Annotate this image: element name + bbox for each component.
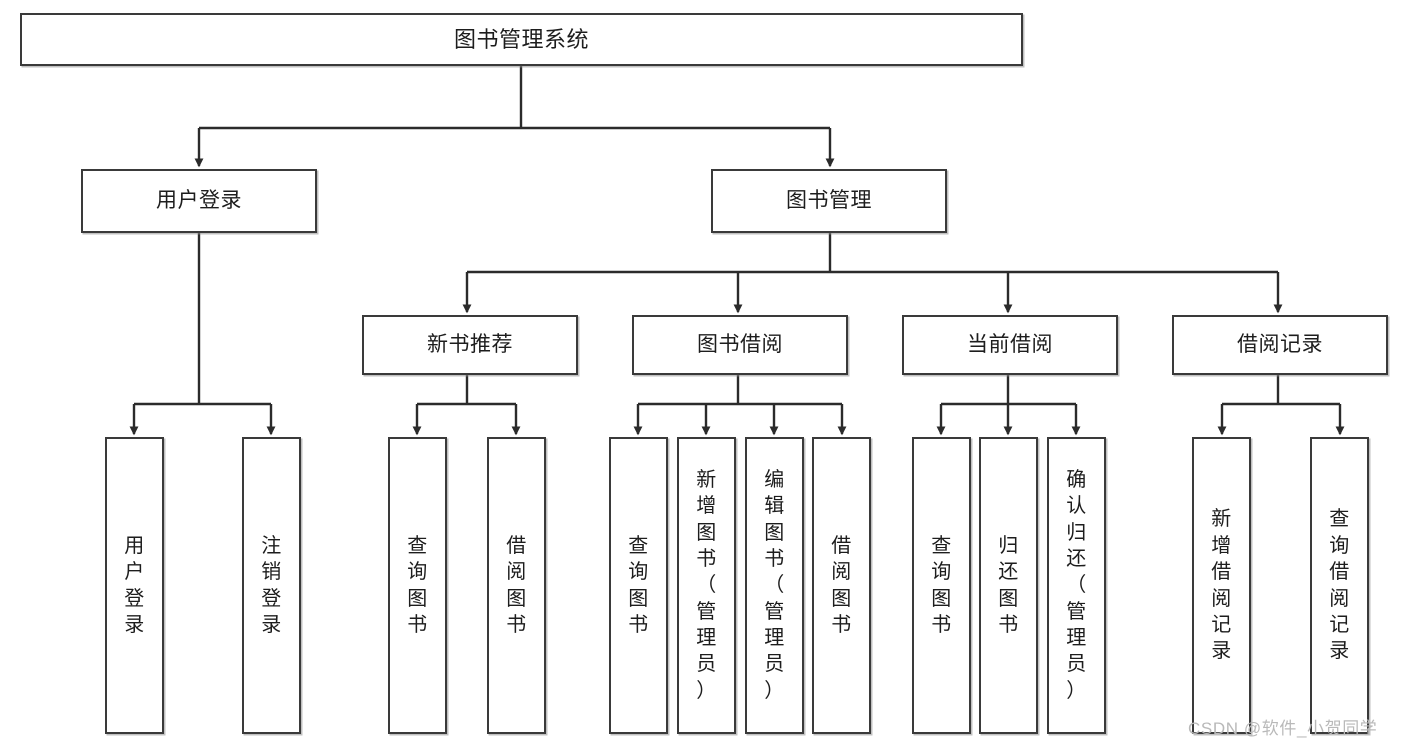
node-leaf-add-book[interactable]: 新 增 图 书 （ 管 理 员 ） — [677, 437, 736, 734]
node-leaf-confirm-return[interactable]: 确 认 归 还 （ 管 理 员 ） — [1047, 437, 1106, 734]
node-root-system[interactable]: 图书管理系统 — [20, 13, 1023, 66]
node-leaf-user-login[interactable]: 用 户 登 录 — [105, 437, 164, 734]
node-book-manage[interactable]: 图书管理 — [711, 169, 947, 233]
node-leaf-add-borrow-record[interactable]: 新 增 借 阅 记 录 — [1192, 437, 1251, 734]
node-label: 用 户 登 录 — [124, 534, 145, 636]
node-book-borrow[interactable]: 图书借阅 — [632, 315, 848, 375]
node-leaf-query-book-borrow[interactable]: 查 询 图 书 — [609, 437, 668, 734]
node-leaf-edit-book[interactable]: 编 辑 图 书 （ 管 理 员 ） — [745, 437, 804, 734]
node-label: 查 询 图 书 — [931, 534, 952, 636]
node-label: 编 辑 图 书 （ 管 理 员 ） — [764, 468, 785, 702]
node-leaf-query-book-current[interactable]: 查 询 图 书 — [912, 437, 971, 734]
node-leaf-logout-login[interactable]: 注 销 登 录 — [242, 437, 301, 734]
node-label: 图书管理系统 — [453, 26, 589, 52]
node-label: 查 询 借 阅 记 录 — [1329, 508, 1350, 663]
node-label: 确 认 归 还 （ 管 理 员 ） — [1066, 468, 1087, 702]
node-leaf-query-borrow-record[interactable]: 查 询 借 阅 记 录 — [1310, 437, 1369, 734]
node-label: 注 销 登 录 — [261, 534, 282, 636]
node-leaf-query-book-recommend[interactable]: 查 询 图 书 — [388, 437, 447, 734]
node-leaf-return-book[interactable]: 归 还 图 书 — [979, 437, 1038, 734]
node-label: 图书借阅 — [697, 332, 783, 356]
node-label: 新 增 图 书 （ 管 理 员 ） — [696, 468, 717, 702]
node-label: 图书管理 — [786, 188, 872, 212]
node-label: 当前借阅 — [967, 332, 1053, 356]
node-label: 借阅记录 — [1237, 332, 1323, 356]
node-user-login[interactable]: 用户登录 — [81, 169, 317, 233]
node-label: 借 阅 图 书 — [831, 534, 852, 636]
node-borrow-record[interactable]: 借阅记录 — [1172, 315, 1388, 375]
node-label: 新 增 借 阅 记 录 — [1211, 508, 1232, 663]
node-label: 归 还 图 书 — [998, 534, 1019, 636]
node-label: 借 阅 图 书 — [506, 534, 527, 636]
node-current-borrow[interactable]: 当前借阅 — [902, 315, 1118, 375]
node-leaf-borrow-book[interactable]: 借 阅 图 书 — [812, 437, 871, 734]
node-new-book-recommend[interactable]: 新书推荐 — [362, 315, 578, 375]
node-label: 查 询 图 书 — [628, 534, 649, 636]
node-label: 新书推荐 — [427, 332, 513, 356]
node-label: 用户登录 — [156, 188, 242, 212]
node-leaf-borrow-book-recommend[interactable]: 借 阅 图 书 — [487, 437, 546, 734]
node-label: 查 询 图 书 — [407, 534, 428, 636]
csdn-watermark: CSDN @软件_小贺同学 — [1188, 719, 1378, 738]
